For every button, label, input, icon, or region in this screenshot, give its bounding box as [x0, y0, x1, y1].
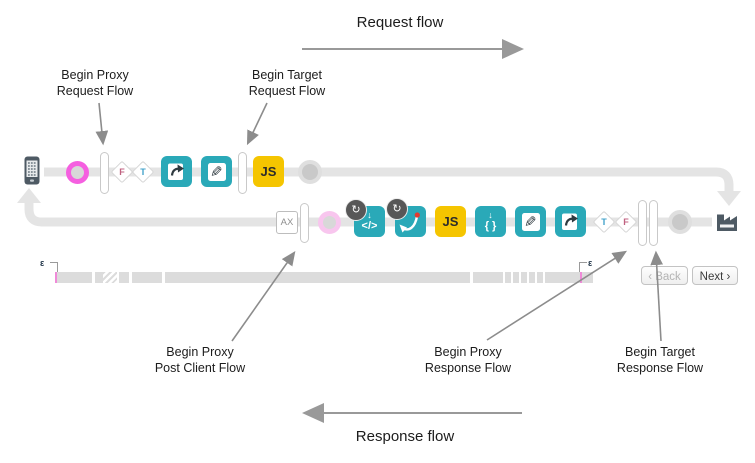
timeline-segment[interactable]: [545, 272, 580, 283]
js-label: JS: [442, 214, 459, 229]
condition-false-node[interactable]: F: [110, 160, 134, 184]
flow-callout-policy-icon[interactable]: [555, 206, 586, 237]
proxy-request-start-node[interactable]: [66, 161, 89, 184]
post-client-start-node[interactable]: [318, 211, 341, 234]
begin-proxy-post-client-flow-step[interactable]: [300, 203, 309, 243]
back-button-label: Back: [655, 271, 681, 283]
trace-timeline-scrubber[interactable]: [55, 272, 593, 283]
share-forward-icon: [562, 213, 578, 230]
begin-proxy-response-label: Begin Proxy Response Flow: [403, 345, 533, 376]
flow-callout-policy-icon[interactable]: [161, 156, 192, 187]
condition-true-letter: T: [601, 217, 607, 227]
next-button[interactable]: Next ›: [692, 266, 738, 285]
response-flow-label: Response flow: [355, 428, 455, 445]
code-icon: </>: [361, 220, 378, 232]
response-track-arrowhead: [17, 188, 41, 203]
pencil-icon: ✎: [524, 213, 537, 231]
elapsed-bracket-right: [579, 262, 587, 272]
json-policy-icon[interactable]: ↓ { }: [475, 206, 506, 237]
timeline-segment[interactable]: [165, 272, 470, 283]
timeline-segment[interactable]: [95, 272, 103, 283]
begin-target-request-line1: Begin Target: [252, 68, 322, 82]
timeline-segment[interactable]: [132, 272, 162, 283]
begin-proxy-response-arrow: [486, 250, 628, 341]
begin-proxy-request-arrow: [95, 102, 109, 146]
request-flow-label: Request flow: [356, 14, 444, 31]
back-button[interactable]: ‹ Back: [641, 266, 688, 285]
elapsed-marker-right: ε: [588, 258, 593, 268]
condition-false-node[interactable]: F: [614, 210, 638, 234]
begin-target-request-arrow: [246, 102, 268, 146]
begin-proxy-post-client-line2: Post Client Flow: [154, 360, 246, 375]
condition-false-letter: F: [623, 217, 629, 227]
elapsed-marker-left: ε: [40, 258, 45, 268]
timeline-segment[interactable]: [103, 272, 117, 283]
begin-target-request-line2: Request Flow: [248, 83, 326, 98]
refresh-icon: ↻: [392, 202, 402, 215]
timeline-segment[interactable]: [119, 272, 129, 283]
ax-label: AX: [280, 217, 294, 228]
condition-false-letter: F: [119, 167, 125, 177]
analytics-step[interactable]: AX: [276, 211, 298, 234]
begin-target-response-line1: Begin Target: [625, 345, 695, 359]
backend-factory-icon[interactable]: [714, 207, 740, 233]
timeline-segment[interactable]: [513, 272, 519, 283]
begin-target-response-line2: Response Flow: [616, 360, 704, 375]
share-forward-icon: [168, 163, 184, 180]
begin-target-response-flow-step[interactable]: [649, 200, 658, 246]
down-arrow-icon: ↓: [367, 210, 372, 220]
pencil-icon: ✎: [210, 163, 223, 181]
target-response-start-node[interactable]: [668, 210, 692, 234]
xml-to-json-policy-icon[interactable]: ↓ </> ↻: [345, 199, 385, 237]
begin-proxy-request-label: Begin Proxy Request Flow: [30, 68, 160, 99]
begin-proxy-post-client-line1: Begin Proxy: [166, 345, 234, 359]
condition-true-node[interactable]: T: [131, 160, 155, 184]
begin-proxy-response-line1: Begin Proxy: [434, 345, 502, 359]
loop-badge: ↻: [345, 199, 367, 221]
timeline-marker-tick[interactable]: [55, 272, 57, 283]
begin-proxy-response-line2: Response Flow: [424, 360, 512, 375]
client-phone-icon[interactable]: [24, 156, 40, 185]
refresh-icon: ↻: [351, 203, 361, 216]
begin-target-request-flow-step[interactable]: [238, 152, 247, 194]
loop-badge: ↻: [386, 198, 408, 220]
timeline-segment[interactable]: [521, 272, 527, 283]
elapsed-bracket-left: [50, 262, 58, 272]
chevron-left-icon: ‹: [648, 271, 653, 283]
assign-message-policy-icon[interactable]: ✎: [201, 156, 232, 187]
timeline-segment[interactable]: [473, 272, 503, 283]
begin-proxy-request-flow-step[interactable]: [100, 152, 109, 194]
javascript-policy-icon[interactable]: JS: [435, 206, 466, 237]
begin-proxy-request-line1: Begin Proxy: [61, 68, 129, 82]
extract-variables-policy-icon[interactable]: ↻: [386, 198, 426, 237]
javascript-policy-icon[interactable]: JS: [253, 156, 284, 187]
begin-target-request-label: Begin Target Request Flow: [222, 68, 352, 99]
begin-proxy-response-flow-step[interactable]: [638, 200, 647, 246]
next-button-label: Next: [699, 271, 724, 283]
timeline-segment[interactable]: [529, 272, 535, 283]
begin-proxy-request-line2: Request Flow: [56, 83, 134, 98]
condition-true-letter: T: [140, 167, 146, 177]
begin-proxy-post-client-arrow: [231, 251, 296, 342]
assign-message-policy-icon[interactable]: ✎: [515, 206, 546, 237]
target-request-end-node[interactable]: [298, 160, 322, 184]
braces-icon: { }: [484, 220, 497, 232]
begin-proxy-post-client-label: Begin Proxy Post Client Flow: [135, 345, 265, 376]
timeline-segment[interactable]: [537, 272, 543, 283]
begin-target-response-label: Begin Target Response Flow: [595, 345, 725, 376]
timeline-segment[interactable]: [57, 272, 92, 283]
down-arrow-icon: ↓: [488, 210, 493, 220]
condition-true-node[interactable]: T: [592, 210, 616, 234]
js-label: JS: [260, 164, 277, 179]
chevron-right-icon: ›: [726, 271, 731, 283]
timeline-segment[interactable]: [582, 272, 593, 283]
timeline-segment[interactable]: [505, 272, 511, 283]
request-track-arrowhead: [717, 191, 741, 206]
